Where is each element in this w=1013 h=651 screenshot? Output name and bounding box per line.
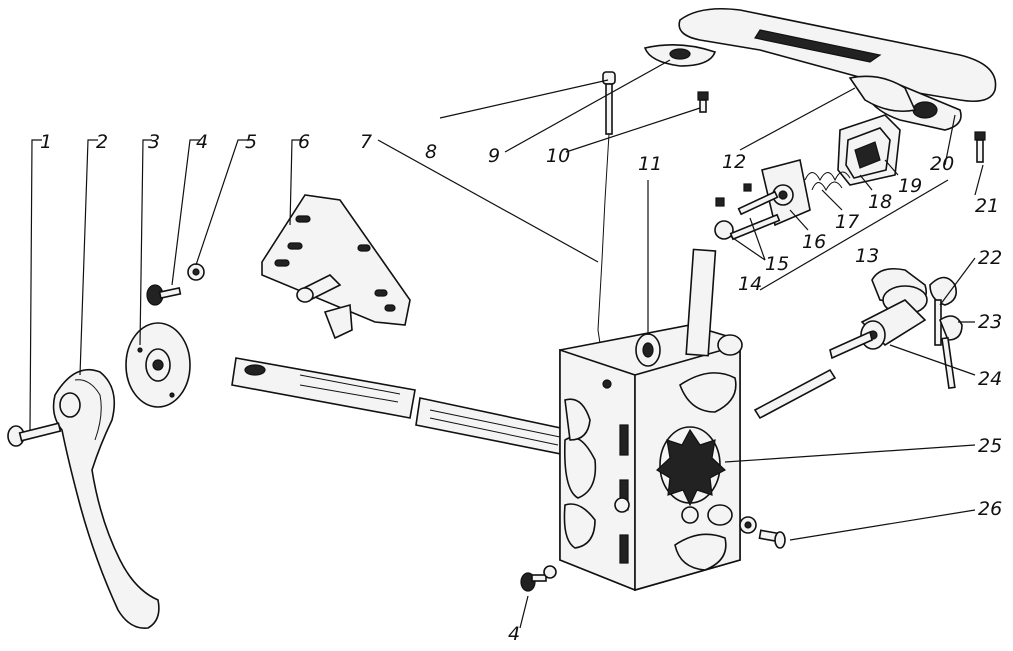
- handle-screw: [7, 422, 62, 447]
- lock-washer: [187, 263, 205, 281]
- label-19: 19: [898, 175, 922, 197]
- handle-escutcheon: [125, 322, 191, 408]
- label-9: 9: [488, 145, 500, 167]
- escutcheon-screw: [146, 284, 182, 306]
- label-22: 22: [978, 247, 1002, 269]
- label-17: 17: [835, 211, 859, 233]
- label-16: 16: [802, 231, 826, 253]
- label-15: 15: [765, 253, 789, 275]
- screw-26: [739, 516, 786, 549]
- mounting-plate: [261, 194, 411, 340]
- lock-cylinder-with-keys: [829, 267, 963, 390]
- label-23: 23: [978, 311, 1002, 333]
- push-button-assembly: [714, 114, 901, 241]
- label-26: 26: [978, 498, 1002, 520]
- handle-gasket: [643, 44, 717, 67]
- inside-door-handle: [52, 368, 160, 629]
- label-3: 3: [148, 131, 160, 153]
- screw-10: [697, 91, 709, 113]
- screw-4-lower: [520, 565, 557, 592]
- label-8: 8: [425, 141, 437, 163]
- upper-gasket: [848, 75, 917, 113]
- label-2: 2: [96, 131, 108, 153]
- label-14: 14: [738, 273, 762, 295]
- lock-connecting-rod: [753, 368, 837, 420]
- label-11: 11: [638, 153, 662, 175]
- label-1: 1: [40, 131, 52, 153]
- label-21: 21: [975, 195, 999, 217]
- lock-button-rod: [597, 71, 616, 371]
- outside-door-handle: [678, 7, 997, 131]
- label-20: 20: [930, 153, 954, 175]
- screw-21: [974, 131, 986, 163]
- label-24: 24: [978, 368, 1002, 390]
- part-labels: 1 2 3 4 5 6 7 8 9 10 11 12 13 14 15 16 1…: [40, 131, 1002, 645]
- label-7: 7: [360, 131, 372, 153]
- label-4-lower: 4: [508, 623, 520, 645]
- label-10: 10: [546, 145, 570, 167]
- roller-11: [635, 333, 661, 367]
- label-4: 4: [196, 131, 208, 153]
- label-18: 18: [868, 191, 892, 213]
- lock-body: [559, 248, 743, 592]
- label-25: 25: [978, 435, 1002, 457]
- label-12: 12: [722, 151, 746, 173]
- label-6: 6: [298, 131, 310, 153]
- leader-lines: [29, 59, 984, 629]
- label-13: 13: [855, 245, 879, 267]
- remote-control-rod: [231, 357, 571, 456]
- label-5: 5: [245, 131, 257, 153]
